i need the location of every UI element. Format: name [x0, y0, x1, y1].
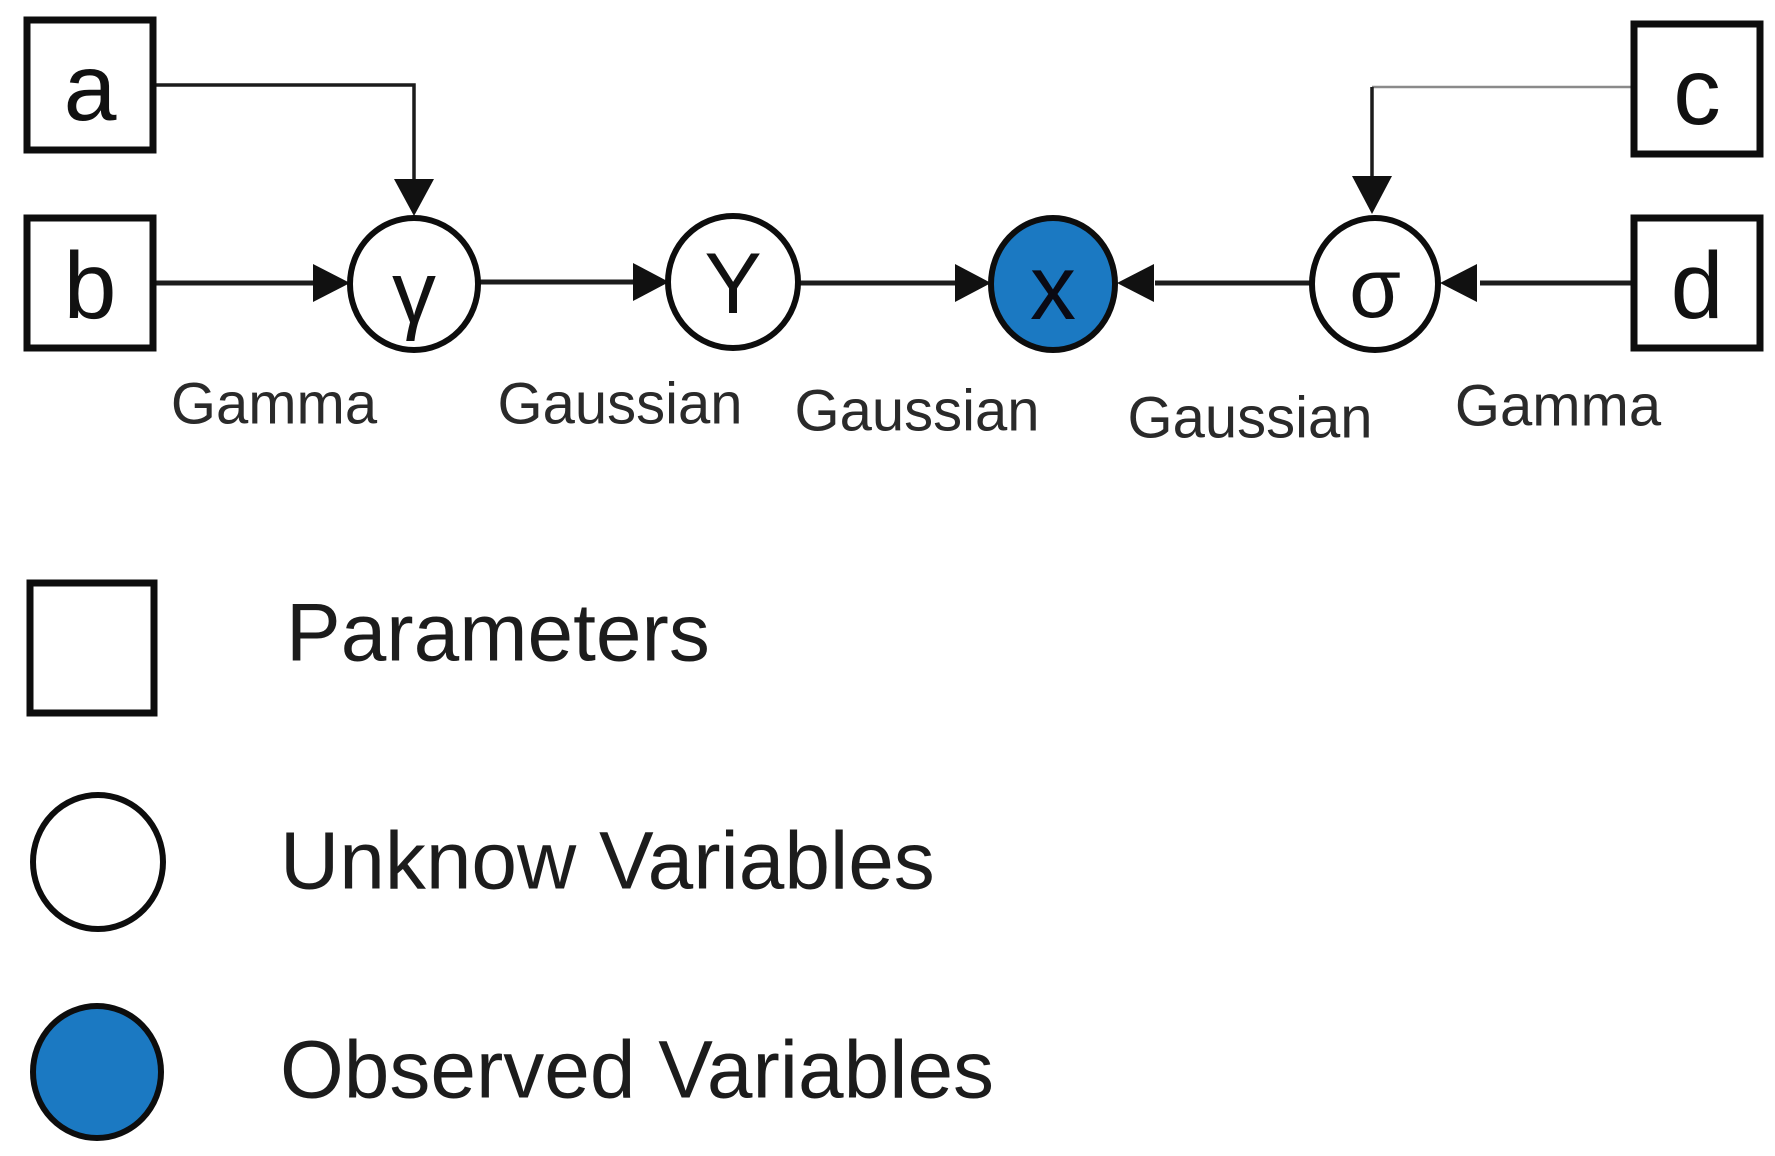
node-a: a: [23, 16, 157, 154]
edge-c-to-sigma: [1352, 85, 1634, 214]
distribution-label-gaussian-1: Gaussian: [497, 372, 742, 437]
node-c-label: c: [1673, 39, 1721, 145]
edge-a-to-gamma: [153, 83, 434, 216]
edge-b-to-gamma-arrowhead-icon: [313, 264, 350, 302]
legend-filled-circle-icon: [30, 1003, 164, 1141]
node-y: Y: [665, 213, 801, 351]
node-y-label: Y: [704, 236, 761, 332]
node-y-circle: [665, 213, 801, 351]
legend-item-parameters: Parameters: [26, 579, 710, 717]
node-c: c: [1630, 20, 1764, 158]
legend-square-icon: [26, 579, 158, 717]
node-d-box: [1630, 214, 1764, 352]
edge-a-to-gamma-line: [153, 83, 416, 182]
node-d-label: d: [1671, 233, 1724, 339]
edge-gamma-to-y-arrowhead-icon: [633, 263, 669, 301]
node-gamma-circle: [347, 215, 481, 353]
legend-circle-icon: [30, 792, 166, 932]
edge-sigma-to-x-arrowhead-icon: [1117, 264, 1154, 302]
legend: Parameters Unknow Variables Observed Var…: [26, 579, 994, 1141]
edge-a-to-gamma-arrowhead-icon: [394, 179, 434, 216]
edge-b-to-gamma: [153, 264, 350, 302]
legend-parameters-label: Parameters: [286, 588, 710, 679]
legend-observed-variables-label: Observed Variables: [280, 1025, 994, 1116]
node-gamma-label: γ: [392, 243, 436, 342]
legend-item-unknown-variables: Unknow Variables: [30, 792, 935, 932]
distribution-label-gaussian-3: Gaussian: [1127, 386, 1372, 451]
node-x-circle: [988, 215, 1118, 353]
edge-sigma-to-x: [1117, 264, 1312, 302]
legend-item-observed-variables: Observed Variables: [30, 1003, 994, 1141]
legend-unknown-variables-label: Unknow Variables: [280, 816, 935, 907]
node-a-box: [23, 16, 157, 154]
edge-d-to-sigma-arrowhead-icon: [1440, 264, 1477, 302]
node-x-label: x: [1030, 237, 1076, 339]
node-a-label: a: [64, 35, 117, 141]
node-d: d: [1630, 214, 1764, 352]
node-b-label: b: [64, 233, 117, 339]
distribution-label-gamma-right: Gamma: [1455, 374, 1662, 439]
edge-y-to-x: [798, 264, 991, 302]
edge-gamma-to-y: [478, 263, 669, 301]
node-sigma-circle: [1309, 215, 1441, 353]
node-x-observed: x: [988, 215, 1118, 353]
edge-c-to-sigma-arrowhead-icon: [1352, 176, 1392, 214]
node-sigma: σ: [1309, 215, 1441, 353]
distribution-labels: Gamma Gaussian Gaussian Gaussian Gamma: [171, 372, 1662, 451]
node-b: b: [23, 214, 157, 352]
edge-y-to-x-arrowhead-icon: [955, 264, 991, 302]
distribution-label-gamma-left: Gamma: [171, 372, 378, 437]
node-c-box: [1630, 20, 1764, 158]
node-b-box: [23, 214, 157, 352]
node-sigma-label: σ: [1349, 241, 1401, 335]
edge-d-to-sigma: [1440, 264, 1634, 302]
distribution-label-gaussian-2: Gaussian: [794, 379, 1039, 444]
node-gamma: γ: [347, 215, 481, 353]
